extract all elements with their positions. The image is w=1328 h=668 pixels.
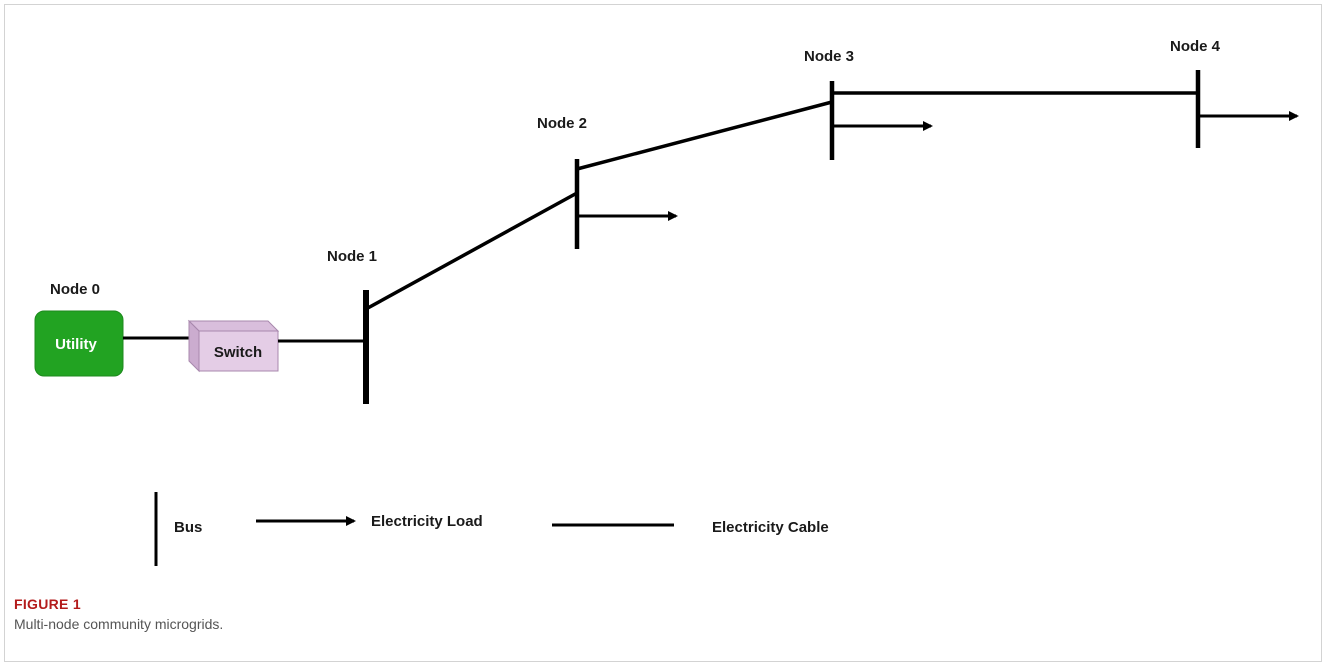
figure-caption-text: Multi-node community microgrids. bbox=[14, 616, 224, 632]
node-1-label: Node 1 bbox=[327, 248, 377, 265]
utility-label: Utility bbox=[55, 336, 97, 353]
figure-label: FIGURE 1 bbox=[14, 596, 81, 612]
switch-box-top bbox=[187, 320, 280, 332]
figure-caption: FIGURE 1 Multi-node community microgrids… bbox=[14, 595, 223, 633]
utility-box bbox=[34, 310, 124, 377]
switch-box-front bbox=[198, 330, 279, 372]
legend: Bus Electricity Load Electricity Cable bbox=[154, 492, 829, 566]
node-0-label: Node 0 bbox=[50, 281, 100, 298]
cable-node1-node2 bbox=[365, 191, 578, 311]
legend-load-label: Electricity Load bbox=[371, 513, 483, 530]
cable-node2-node3 bbox=[576, 100, 833, 171]
legend-bus-label: Bus bbox=[174, 519, 202, 536]
node-4-label: Node 4 bbox=[1170, 38, 1221, 55]
node-2-label: Node 2 bbox=[537, 115, 587, 132]
switch-node: Switch bbox=[187, 319, 280, 373]
node-3-label: Node 3 bbox=[804, 48, 854, 65]
switch-label: Switch bbox=[214, 344, 262, 361]
legend-cable-label: Electricity Cable bbox=[712, 519, 829, 536]
utility-node: Utility bbox=[34, 310, 124, 377]
